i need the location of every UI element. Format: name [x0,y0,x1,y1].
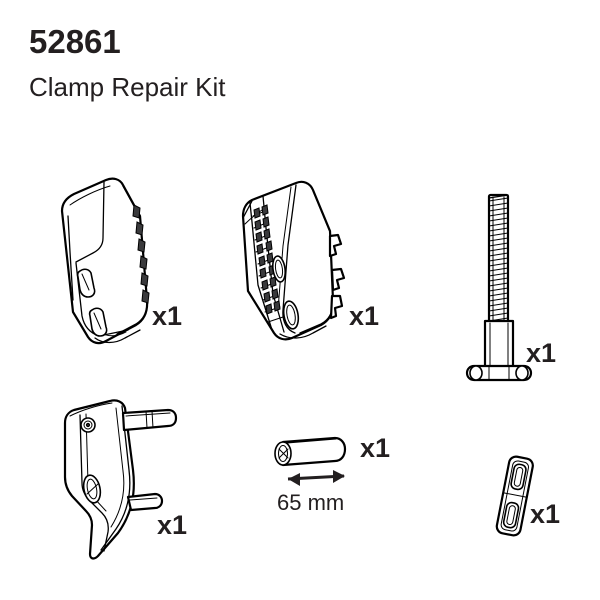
clamp-jaw-part-icon [241,180,346,341]
quantity-label-clamp-jaw: x1 [349,301,380,331]
quantity-label-retaining-clip: x1 [530,499,561,529]
quantity-label-clamp-lever: x1 [157,510,188,540]
dimension-arrow [287,470,345,486]
dimension-label-spacer-tube: 65 mm [277,490,345,515]
clamp-lever-part-icon [63,399,178,560]
spacer-tube-part-icon [274,436,347,486]
quantity-label-spacer-tube: x1 [360,433,391,463]
quantity-label-threaded-screw: x1 [526,338,557,368]
page-subtitle-kit-name: Clamp Repair Kit [29,72,226,102]
threaded-screw-part-icon [465,193,533,382]
clamp-shell-part-icon [60,177,150,345]
page-title-part-number: 52861 [29,23,121,60]
quantity-label-clamp-shell: x1 [152,301,183,331]
retaining-clip-part-icon [495,455,534,537]
